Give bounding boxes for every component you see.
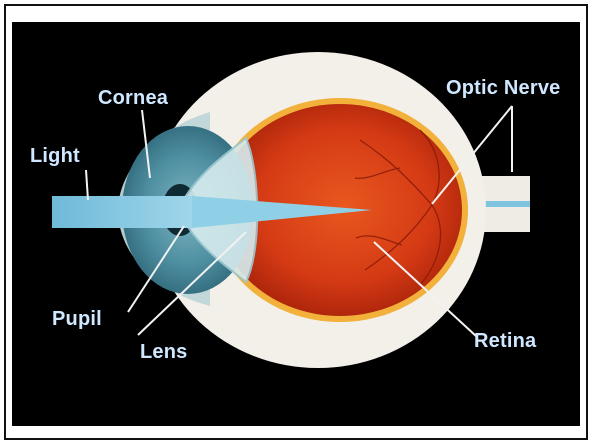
- label-pupil: Pupil: [52, 308, 102, 330]
- label-optic-nerve: Optic Nerve: [446, 77, 560, 99]
- label-lens: Lens: [140, 341, 187, 363]
- label-retina: Retina: [474, 330, 537, 352]
- light-beam: [52, 196, 192, 228]
- label-light: Light: [30, 145, 80, 167]
- label-cornea: Cornea: [98, 87, 169, 109]
